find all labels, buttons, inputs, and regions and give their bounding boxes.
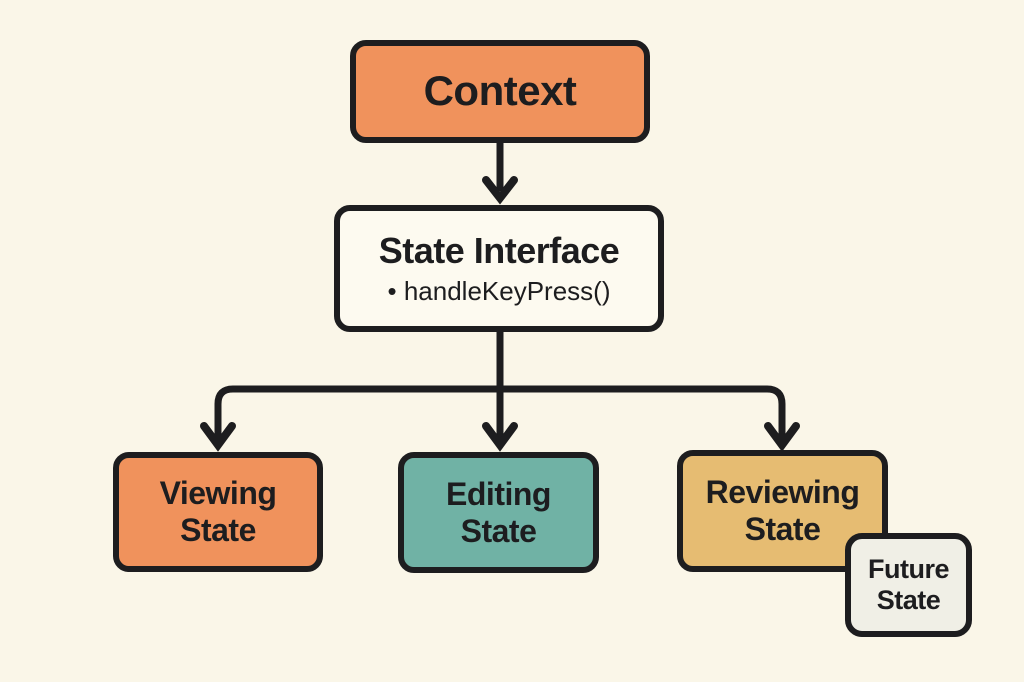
node-editing-state: Editing State: [398, 452, 599, 573]
node-state-interface: State Interface • handleKeyPress(): [334, 205, 664, 332]
node-viewing-state: Viewing State: [113, 452, 323, 572]
node-state-interface-method: • handleKeyPress(): [387, 276, 611, 306]
arrow-interface-to-states: [200, 330, 800, 452]
node-state-interface-title: State Interface: [378, 230, 620, 271]
node-editing-state-label: Editing State: [446, 475, 551, 549]
node-future-state-label: Future State: [868, 553, 950, 615]
node-reviewing-state-label: Reviewing State: [705, 474, 860, 547]
node-future-state: Future State: [845, 533, 972, 637]
node-viewing-state-label: Viewing State: [159, 475, 277, 548]
arrow-context-to-interface: [482, 141, 518, 205]
node-context: Context: [350, 40, 650, 143]
node-context-label: Context: [423, 67, 577, 115]
